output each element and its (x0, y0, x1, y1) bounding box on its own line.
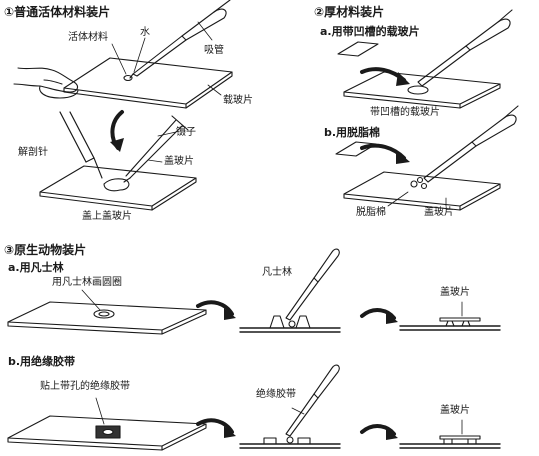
arrow-3b-2 (360, 424, 396, 436)
hand-illustration (13, 67, 79, 93)
caption-1: 盖上盖玻片 (82, 211, 132, 222)
label-vaseline: 凡士林 (262, 267, 292, 278)
tweezers (123, 115, 189, 183)
section2b-cotton (335, 105, 519, 211)
section2-sub-a: a.用带凹槽的载玻片 (320, 25, 420, 38)
slide-2 (39, 165, 197, 207)
section1-slide-with-coverslip (39, 111, 197, 211)
dropper-2b (423, 105, 519, 183)
label-coverslip-1: 盖玻片 (164, 156, 194, 167)
arrow-3a-2 (360, 308, 396, 320)
section2-sub-b: b.用脱脂棉 (324, 126, 381, 139)
label-tape: 绝缘胶带 (256, 389, 296, 400)
arrow-3b-1 (196, 418, 234, 434)
section3a-vaseline (7, 248, 501, 335)
cover-glass-2a (337, 41, 379, 57)
section2a-depression-slide (337, 9, 513, 109)
section2-title: ②厚材料装片 (314, 5, 385, 19)
note-3b: 贴上带孔的绝缘胶带 (40, 381, 130, 392)
dropper-1 (129, 0, 231, 79)
label-coverslip-3a: 盖玻片 (440, 287, 470, 298)
label-dropper: 吸管 (204, 45, 224, 56)
section3-title: ③原生动物装片 (4, 243, 87, 257)
section3-sub-b: b.用绝缘胶带 (8, 355, 76, 368)
label-cotton: 脱脂棉 (356, 207, 386, 218)
label-tweezers: 镊子 (176, 127, 196, 138)
label-coverslip-2: 盖玻片 (424, 207, 454, 218)
slide-1 (63, 57, 233, 105)
section3b-tape (7, 364, 501, 451)
section1-title: ①普通活体材料装片 (4, 5, 111, 19)
label-material: 活体材料 (68, 32, 108, 43)
label-water: 水 (140, 27, 150, 38)
caption-2a: 带凹槽的载玻片 (370, 107, 440, 118)
material-drop (123, 74, 133, 82)
section1-slide-with-dropper (13, 0, 233, 109)
section3-sub-a: a.用凡士林 (8, 261, 64, 274)
dropper-2a (417, 9, 513, 87)
dropper-3b (285, 364, 340, 437)
label-coverslip-3b: 盖玻片 (440, 405, 470, 416)
arrow-3a-1 (196, 300, 234, 316)
label-needle: 解剖针 (18, 147, 48, 158)
dropper-3a (285, 248, 340, 321)
dissecting-needle (59, 111, 103, 179)
label-slide-1: 载玻片 (223, 95, 253, 106)
note-3a: 用凡士林画圆圈 (52, 277, 122, 288)
